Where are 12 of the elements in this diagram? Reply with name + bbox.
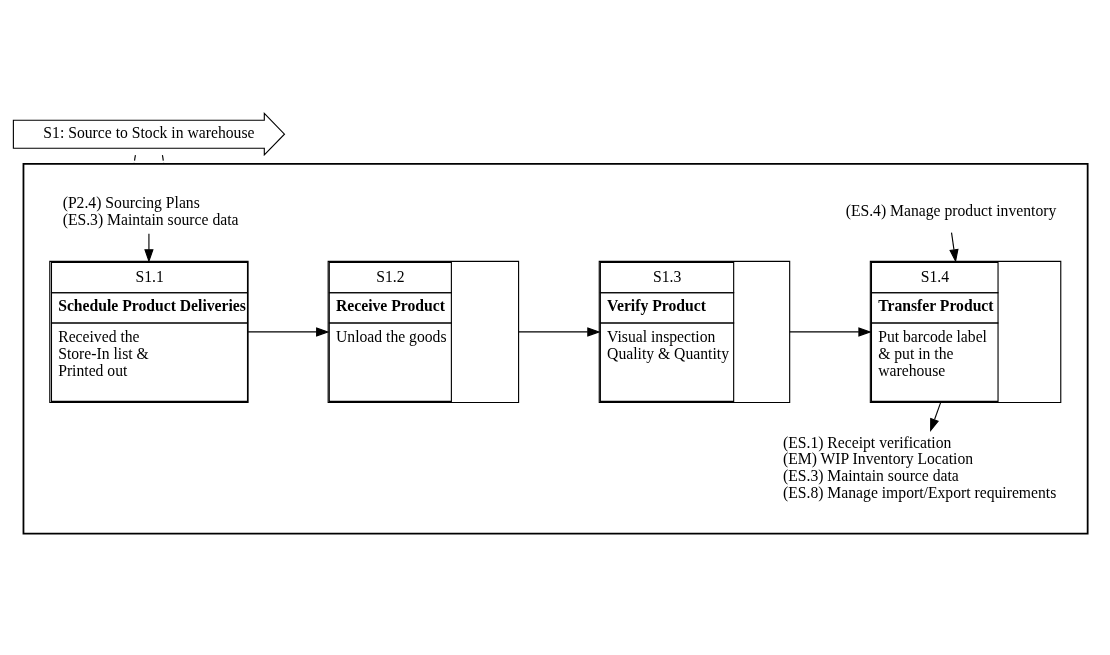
node-text: (P2.4) Sourcing Plans (ES.3) Maintain source data bbox=[62, 193, 239, 228]
arrow bbox=[949, 231, 959, 263]
node-text: (ES.4) Manage product inventory bbox=[845, 201, 1057, 219]
arrow bbox=[789, 326, 872, 337]
arrow bbox=[930, 401, 942, 432]
connector bbox=[133, 154, 136, 164]
connector bbox=[161, 154, 165, 164]
node-text: (ES.1) Receipt verification (EM) WIP Inventory Location (ES.3) Maintain source data (ES.8) Manage import/Export requirements bbox=[782, 433, 1057, 501]
arrow bbox=[247, 326, 330, 337]
arrow bbox=[144, 232, 154, 263]
arrow bbox=[518, 326, 601, 337]
cluster bbox=[22, 162, 1089, 534]
